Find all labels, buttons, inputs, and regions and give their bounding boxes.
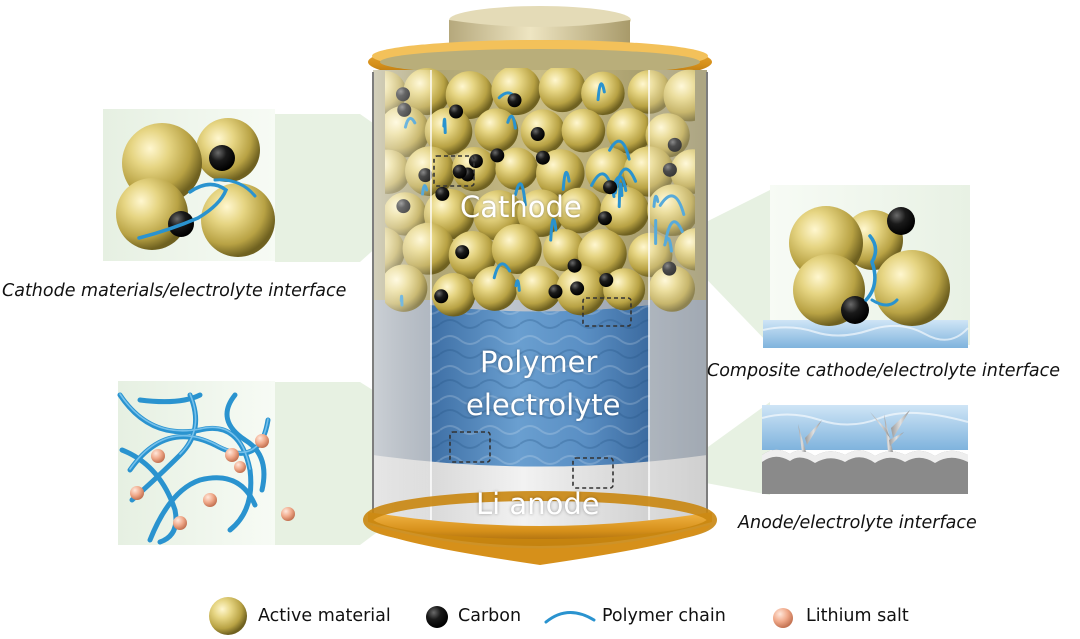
carbon-particle bbox=[449, 104, 463, 118]
legend-label-lithium-salt: Lithium salt bbox=[806, 606, 909, 626]
active-material-particle bbox=[600, 187, 649, 236]
carbon-particle bbox=[434, 289, 448, 303]
polymer-salt-panel bbox=[118, 381, 295, 545]
carbon-particle bbox=[598, 211, 612, 225]
cathode-interface-panel bbox=[103, 109, 275, 261]
polymer-electrolyte-label-line2: electrolyte bbox=[466, 388, 621, 422]
battery-cell bbox=[357, 6, 717, 565]
peach-sphere-icon bbox=[768, 603, 798, 633]
carbon-particle bbox=[570, 281, 584, 295]
carbon-particle bbox=[469, 154, 483, 168]
carbon-particle bbox=[603, 180, 617, 194]
legend-label-carbon: Carbon bbox=[458, 606, 521, 626]
composite-interface-caption: Composite cathode/electrolyte interface bbox=[707, 361, 1060, 381]
carbon-particle bbox=[599, 273, 613, 287]
carbon-particle bbox=[536, 151, 550, 165]
legend-label-polymer-chain: Polymer chain bbox=[602, 606, 726, 626]
carbon-particle bbox=[453, 165, 467, 179]
cathode-label: Cathode bbox=[460, 190, 582, 224]
active-material-particle bbox=[562, 109, 606, 153]
carbon-particle bbox=[548, 285, 562, 299]
gold-sphere-icon bbox=[206, 595, 250, 639]
anode-interface-panel bbox=[762, 405, 968, 494]
composite-interface-panel bbox=[763, 185, 970, 348]
carbon-particle bbox=[508, 93, 522, 107]
active-material-particle bbox=[581, 72, 625, 116]
carbon-particle bbox=[490, 148, 504, 162]
anode-interface-caption: Anode/electrolyte interface bbox=[738, 513, 977, 533]
black-sphere-icon bbox=[422, 602, 452, 632]
polymer-electrolyte-label-line1: Polymer bbox=[480, 345, 597, 379]
blue-curve-icon bbox=[542, 604, 598, 628]
carbon-particle bbox=[568, 259, 582, 273]
li-anode-label: Li anode bbox=[476, 487, 600, 521]
active-material-particle bbox=[539, 65, 586, 112]
polymer-chain-segment bbox=[444, 119, 445, 132]
legend-label-active-material: Active material bbox=[258, 606, 391, 626]
carbon-particle bbox=[455, 245, 469, 259]
cathode-interface-caption: Cathode materials/electrolyte interface bbox=[2, 281, 346, 301]
carbon-particle bbox=[531, 127, 545, 141]
carbon-particle bbox=[435, 187, 449, 201]
active-material-particle bbox=[491, 65, 541, 115]
